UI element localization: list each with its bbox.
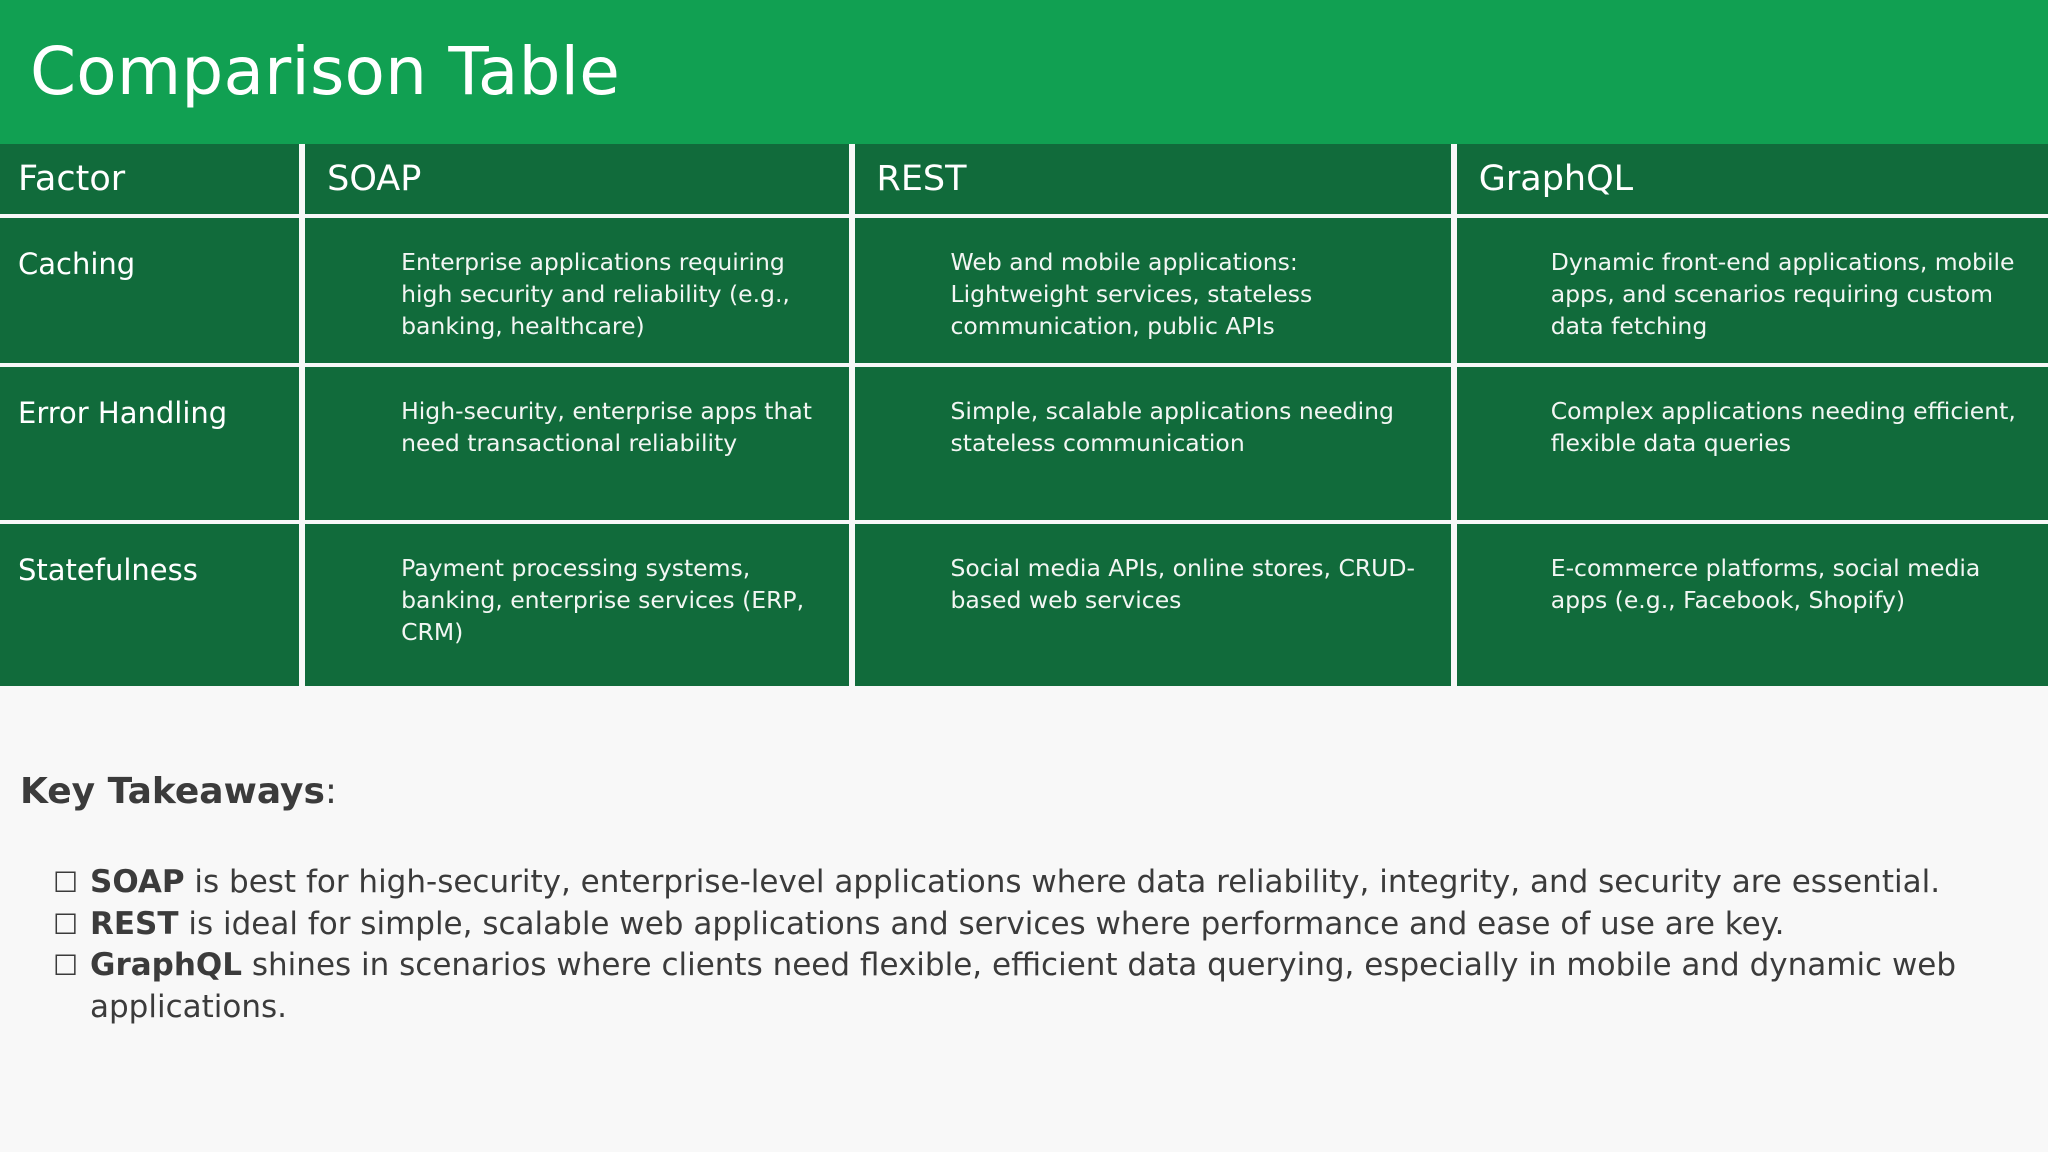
table-cell-graphql: Dynamic front-end applications, mobile a… — [1456, 218, 2048, 363]
list-item-body: shines in scenarios where clients need f… — [90, 947, 1957, 1025]
table-cell-factor: Statefulness — [0, 524, 300, 686]
cell-text: Complex applications needing efficient, … — [1550, 397, 2016, 457]
list-item-text: GraphQL shines in scenarios where client… — [90, 945, 2028, 1028]
table-header-row: Factor SOAP REST GraphQL — [0, 144, 2048, 214]
cell-text: Enterprise applications requiring high s… — [401, 248, 790, 340]
column-header-label: GraphQL — [1478, 159, 1634, 199]
list-item: ☐ SOAP is best for high-security, enterp… — [20, 862, 2028, 904]
key-takeaways-list: ☐ SOAP is best for high-security, enterp… — [20, 862, 2028, 1028]
list-item: ☐ GraphQL shines in scenarios where clie… — [20, 945, 2028, 1028]
key-takeaways-heading: Key Takeaways: — [20, 770, 337, 814]
list-item-body: is ideal for simple, scalable web applic… — [178, 905, 1785, 942]
table-cell-factor: Error Handling — [0, 367, 300, 520]
table-cell-graphql: E-commerce platforms, social media apps … — [1456, 524, 2048, 686]
cell-text: Dynamic front-end applications, mobile a… — [1550, 248, 2015, 340]
table-cell-factor: Caching — [0, 218, 300, 363]
factor-label: Error Handling — [18, 396, 228, 430]
list-item: ☐ REST is ideal for simple, scalable web… — [20, 904, 2028, 946]
table-row: Statefulness Payment processing systems,… — [0, 524, 2048, 686]
list-item-term: GraphQL — [90, 947, 243, 983]
table-row: Caching Enterprise applications requirin… — [0, 218, 2048, 363]
table-header-cell-rest: REST — [854, 144, 1451, 214]
table-cell-graphql: Complex applications needing efficient, … — [1456, 367, 2048, 520]
column-header-label: Factor — [18, 159, 126, 199]
cell-text: Social media APIs, online stores, CRUD-b… — [950, 554, 1415, 614]
cell-text: Payment processing systems, banking, ent… — [401, 554, 805, 646]
cell-text: E-commerce platforms, social media apps … — [1550, 554, 1981, 614]
table-cell-soap: Payment processing systems, banking, ent… — [305, 524, 849, 686]
column-header-label: REST — [876, 159, 967, 199]
table-header-cell-soap: SOAP — [305, 144, 849, 214]
table-cell-rest: Simple, scalable applications needing st… — [854, 367, 1451, 520]
table-cell-soap: Enterprise applications requiring high s… — [305, 218, 849, 363]
table-header-cell-factor: Factor — [0, 144, 300, 214]
page-title: Comparison Table — [30, 33, 621, 110]
key-takeaways-heading-suffix: : — [324, 771, 338, 812]
title-band: Comparison Table — [0, 0, 2048, 144]
list-item-text: REST is ideal for simple, scalable web a… — [90, 904, 2028, 946]
list-item-term: REST — [90, 905, 179, 942]
cell-text: High-security, enterprise apps that need… — [401, 397, 813, 457]
list-item-body: is best for high-security, enterprise-le… — [184, 864, 1941, 900]
cell-text: Simple, scalable applications needing st… — [950, 397, 1394, 457]
list-item-term: SOAP — [90, 864, 185, 900]
table-header-cell-graphql: GraphQL — [1456, 144, 2048, 214]
table-cell-rest: Web and mobile applications: Lightweight… — [854, 218, 1451, 363]
list-item-text: SOAP is best for high-security, enterpri… — [90, 862, 2028, 904]
checkbox-square-icon: ☐ — [53, 949, 79, 982]
key-takeaways-heading-strong: Key Takeaways — [20, 771, 325, 812]
table-row: Error Handling High-security, enterprise… — [0, 367, 2048, 520]
column-header-label: SOAP — [327, 159, 422, 199]
factor-label: Caching — [18, 247, 136, 281]
comparison-table: Factor SOAP REST GraphQL Caching Enterpr… — [0, 144, 2048, 686]
factor-label: Statefulness — [18, 553, 198, 587]
cell-text: Web and mobile applications: Lightweight… — [950, 248, 1313, 340]
table-cell-rest: Social media APIs, online stores, CRUD-b… — [854, 524, 1451, 686]
checkbox-square-icon: ☐ — [53, 866, 79, 899]
table-cell-soap: High-security, enterprise apps that need… — [305, 367, 849, 520]
checkbox-square-icon: ☐ — [53, 907, 79, 941]
